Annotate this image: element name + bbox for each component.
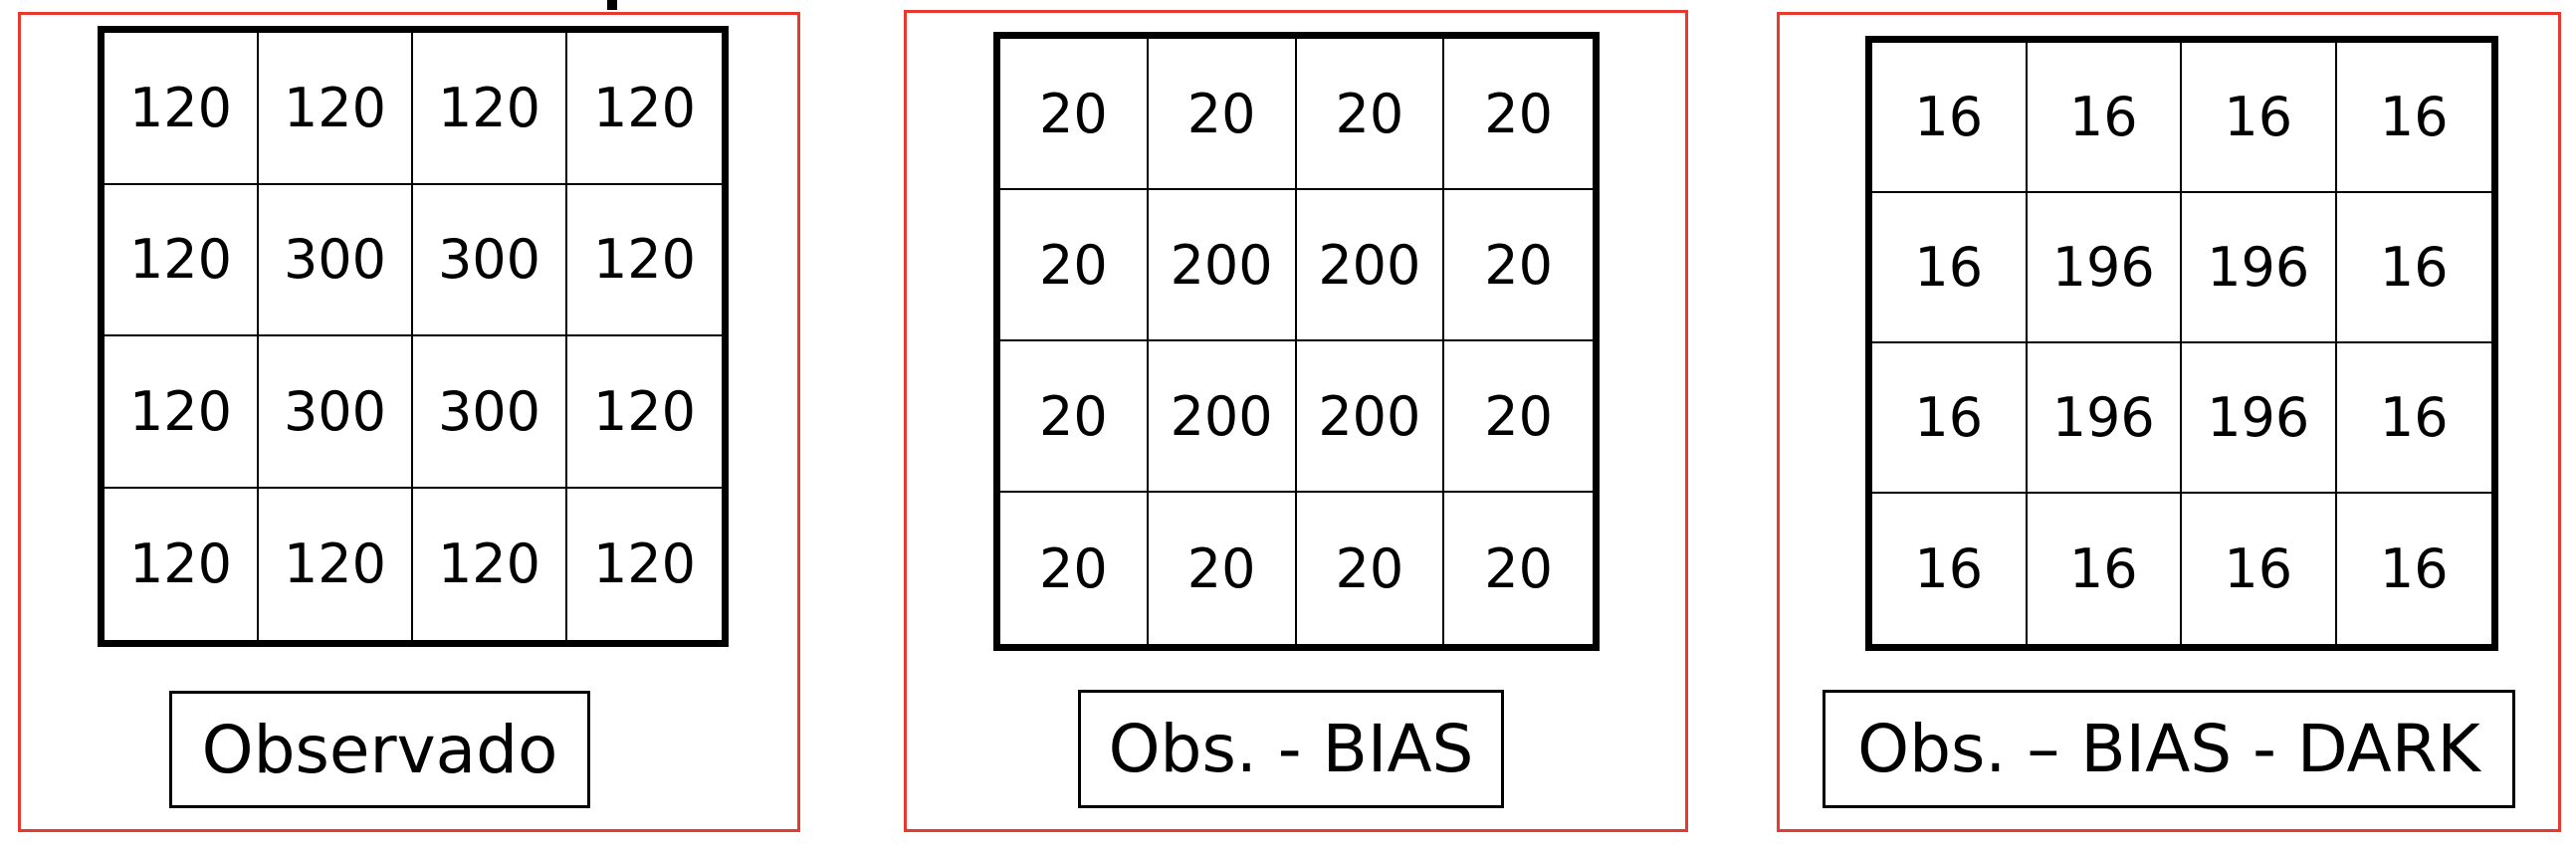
grid-cell: 196 (2182, 193, 2337, 343)
grid-cell: 20 (1296, 39, 1445, 190)
grid-cell: 300 (413, 336, 567, 489)
grid-cell: 20 (1000, 39, 1149, 190)
grid-cell: 16 (1872, 494, 2028, 644)
grid-cell: 20 (1148, 39, 1297, 190)
grid-cell: 16 (2182, 494, 2337, 644)
grid-cell: 200 (1148, 190, 1297, 341)
grid-cell: 196 (2182, 343, 2337, 494)
grid-cell: 120 (567, 33, 722, 185)
grid-cell: 16 (2336, 43, 2491, 193)
grid-cell: 120 (592, 532, 697, 596)
pixel-grid-observado: 120 120 120 120 120 300 300 120 120 300 … (98, 26, 729, 647)
grid-cell: 20 (1297, 493, 1445, 644)
grid-cell: 120 (413, 488, 567, 640)
grid-cell: 120 (567, 336, 722, 489)
grid-cell: 120 (259, 488, 413, 640)
grid-cell: 16 (2182, 43, 2337, 193)
pixel-grid-obs-bias: 20 20 20 20 20 200 200 20 20 200 200 20 … (993, 32, 1600, 651)
grid-cell: 20 (1444, 190, 1593, 341)
cropped-title-fragment (607, 0, 617, 10)
grid-cell: 120 (567, 185, 722, 336)
grid-cell: 20 (1444, 39, 1593, 190)
grid-cell: 20 (1000, 341, 1149, 493)
grid-cell: 16 (1872, 193, 2028, 343)
panel-observado (18, 12, 800, 832)
grid-cell: 20 (1444, 341, 1593, 493)
grid-cell: 200 (1148, 341, 1297, 493)
grid-cell: 120 (413, 33, 567, 185)
grid-cell: 20 (1484, 536, 1553, 600)
panel-obs-bias-dark (1777, 12, 2561, 832)
grid-cell: 300 (413, 184, 567, 336)
grid-cell: 120 (259, 33, 413, 185)
panel-label-obs-bias: Obs. - BIAS (1078, 690, 1504, 808)
grid-cell: 200 (1296, 190, 1445, 341)
grid-cell: 196 (2027, 343, 2182, 494)
grid-cell: 120 (105, 488, 259, 640)
grid-cell: 300 (259, 336, 413, 489)
grid-cell: 16 (1872, 343, 2028, 494)
grid-cell: 20 (1000, 190, 1149, 341)
grid-cell: 300 (259, 184, 413, 336)
pixel-grid-obs-bias-dark: 16 16 16 16 16 196 196 16 16 196 196 16 … (1865, 36, 2498, 651)
grid-cell: 16 (1872, 43, 2028, 193)
grid-cell: 20 (1149, 493, 1297, 644)
panel-label-obs-bias-dark: Obs. – BIAS - DARK (1823, 690, 2515, 808)
grid-cell: 16 (2379, 537, 2449, 600)
grid-cell: 20 (1000, 493, 1149, 644)
grid-cell: 16 (2336, 193, 2491, 343)
grid-cell: 120 (105, 336, 259, 489)
grid-cell: 120 (105, 184, 259, 336)
grid-cell: 16 (2027, 43, 2182, 193)
grid-cell: 120 (105, 33, 259, 185)
panel-label-observado: Observado (169, 691, 590, 808)
grid-cell: 16 (2028, 494, 2182, 644)
grid-cell: 200 (1296, 341, 1445, 493)
grid-cell: 16 (2336, 343, 2491, 494)
grid-cell: 196 (2027, 193, 2182, 343)
